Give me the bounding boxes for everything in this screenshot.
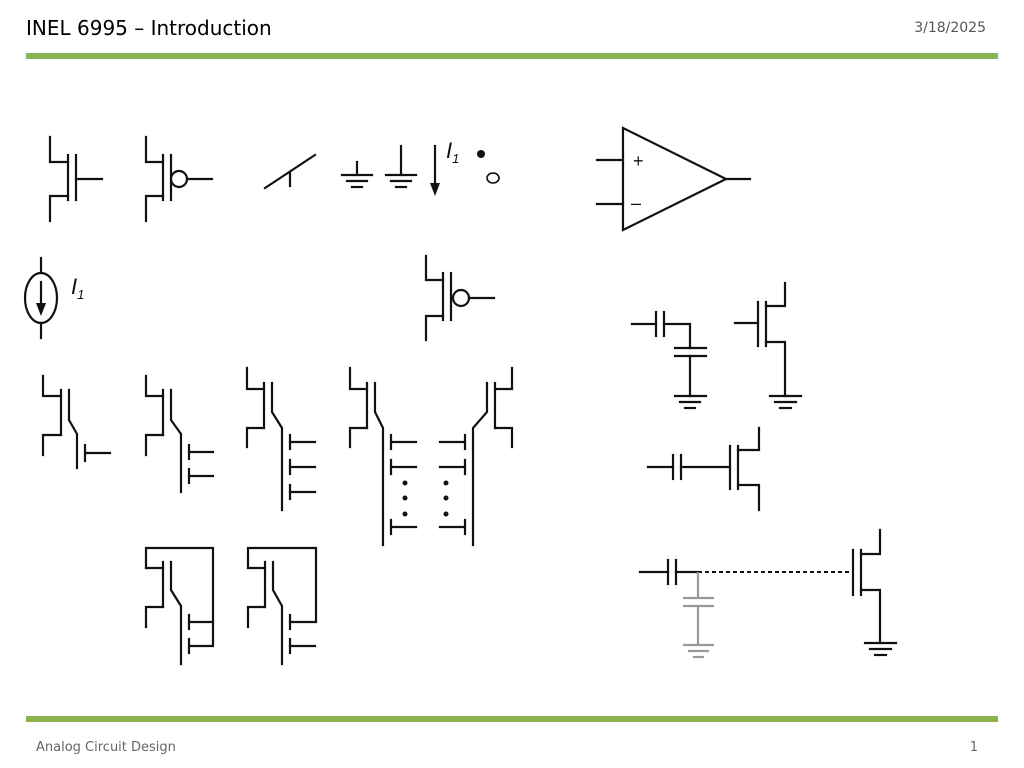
footer-course-name: Analog Circuit Design: [36, 740, 176, 755]
current-arrow-symbol: [430, 144, 440, 196]
capacitor-nmos-circuit: [646, 426, 761, 512]
nmos-symbol: [48, 135, 104, 223]
ground-symbol-2: [384, 144, 418, 189]
nmos-grounded-circuit: [733, 281, 803, 410]
opamp-minus-label: –: [631, 193, 641, 213]
header-accent-bar: [26, 53, 998, 59]
ground-symbol-1: [340, 160, 374, 189]
slide-number: 1: [969, 740, 978, 755]
mos-loop-2: [246, 546, 318, 666]
mos-finger-array-left: [348, 366, 418, 547]
capacitor-dashed-nmos-circuit: [638, 528, 898, 659]
footer-accent-bar: [26, 716, 998, 722]
slanted-wire-symbol: [263, 153, 317, 190]
current-label: I1: [446, 138, 459, 166]
opamp-plus-label: +: [633, 151, 644, 171]
parasitic-capacitor-grey: [683, 572, 714, 659]
mos-finger-3: [245, 366, 317, 512]
pmos-symbol: [144, 135, 214, 223]
current-source-symbol: [23, 256, 59, 340]
filled-node-dot: [477, 150, 485, 158]
mos-finger-1: [41, 374, 112, 470]
current-source-label: I1: [71, 274, 84, 302]
pmos-symbol-2: [424, 254, 496, 342]
slide-title: INEL 6995 – Introduction: [26, 16, 272, 40]
slide-date: 3/18/2025: [914, 20, 986, 36]
mos-finger-array-right: [438, 366, 514, 547]
ellipsis-dots: [402, 480, 449, 517]
open-node-dot: [486, 172, 500, 184]
capacitor-ground-circuit: [630, 310, 708, 410]
mos-finger-2: [144, 374, 215, 494]
opamp-symbol: + –: [595, 126, 752, 232]
mos-loop-1: [144, 546, 215, 666]
